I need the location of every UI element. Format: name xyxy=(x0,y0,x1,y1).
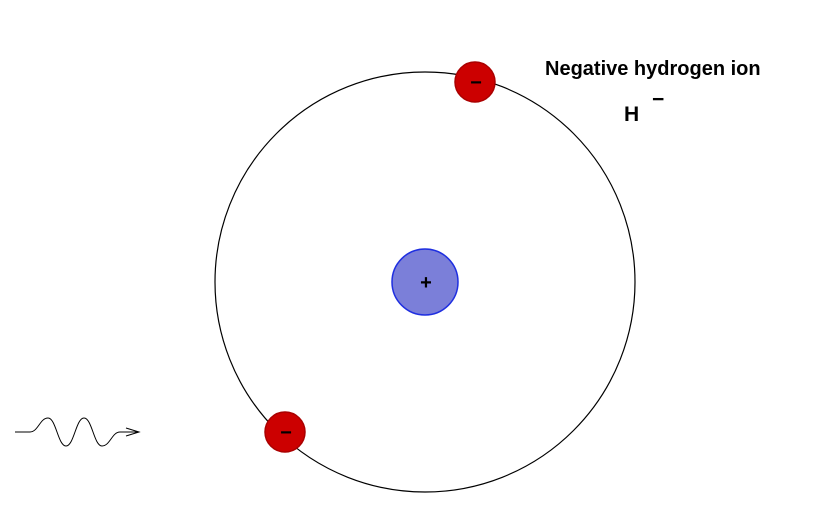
electron-bottom-left: − xyxy=(264,411,306,453)
proton-sign: + xyxy=(420,272,432,294)
electron-circle xyxy=(264,411,306,453)
diagram-title: Negative hydrogen ion xyxy=(545,58,761,80)
electron-sign: − xyxy=(280,422,292,444)
formula-symbol: H xyxy=(624,103,640,126)
electron-sign: − xyxy=(470,72,482,94)
formula-charge: − xyxy=(652,88,665,111)
nucleus: + xyxy=(391,248,459,316)
electron-circle xyxy=(454,61,496,103)
orbit-ring xyxy=(214,71,636,493)
photon-wave-arrow-icon xyxy=(15,417,141,447)
proton-circle xyxy=(391,248,459,316)
electron-top: − xyxy=(454,61,496,103)
ion-formula: H − xyxy=(624,88,664,127)
